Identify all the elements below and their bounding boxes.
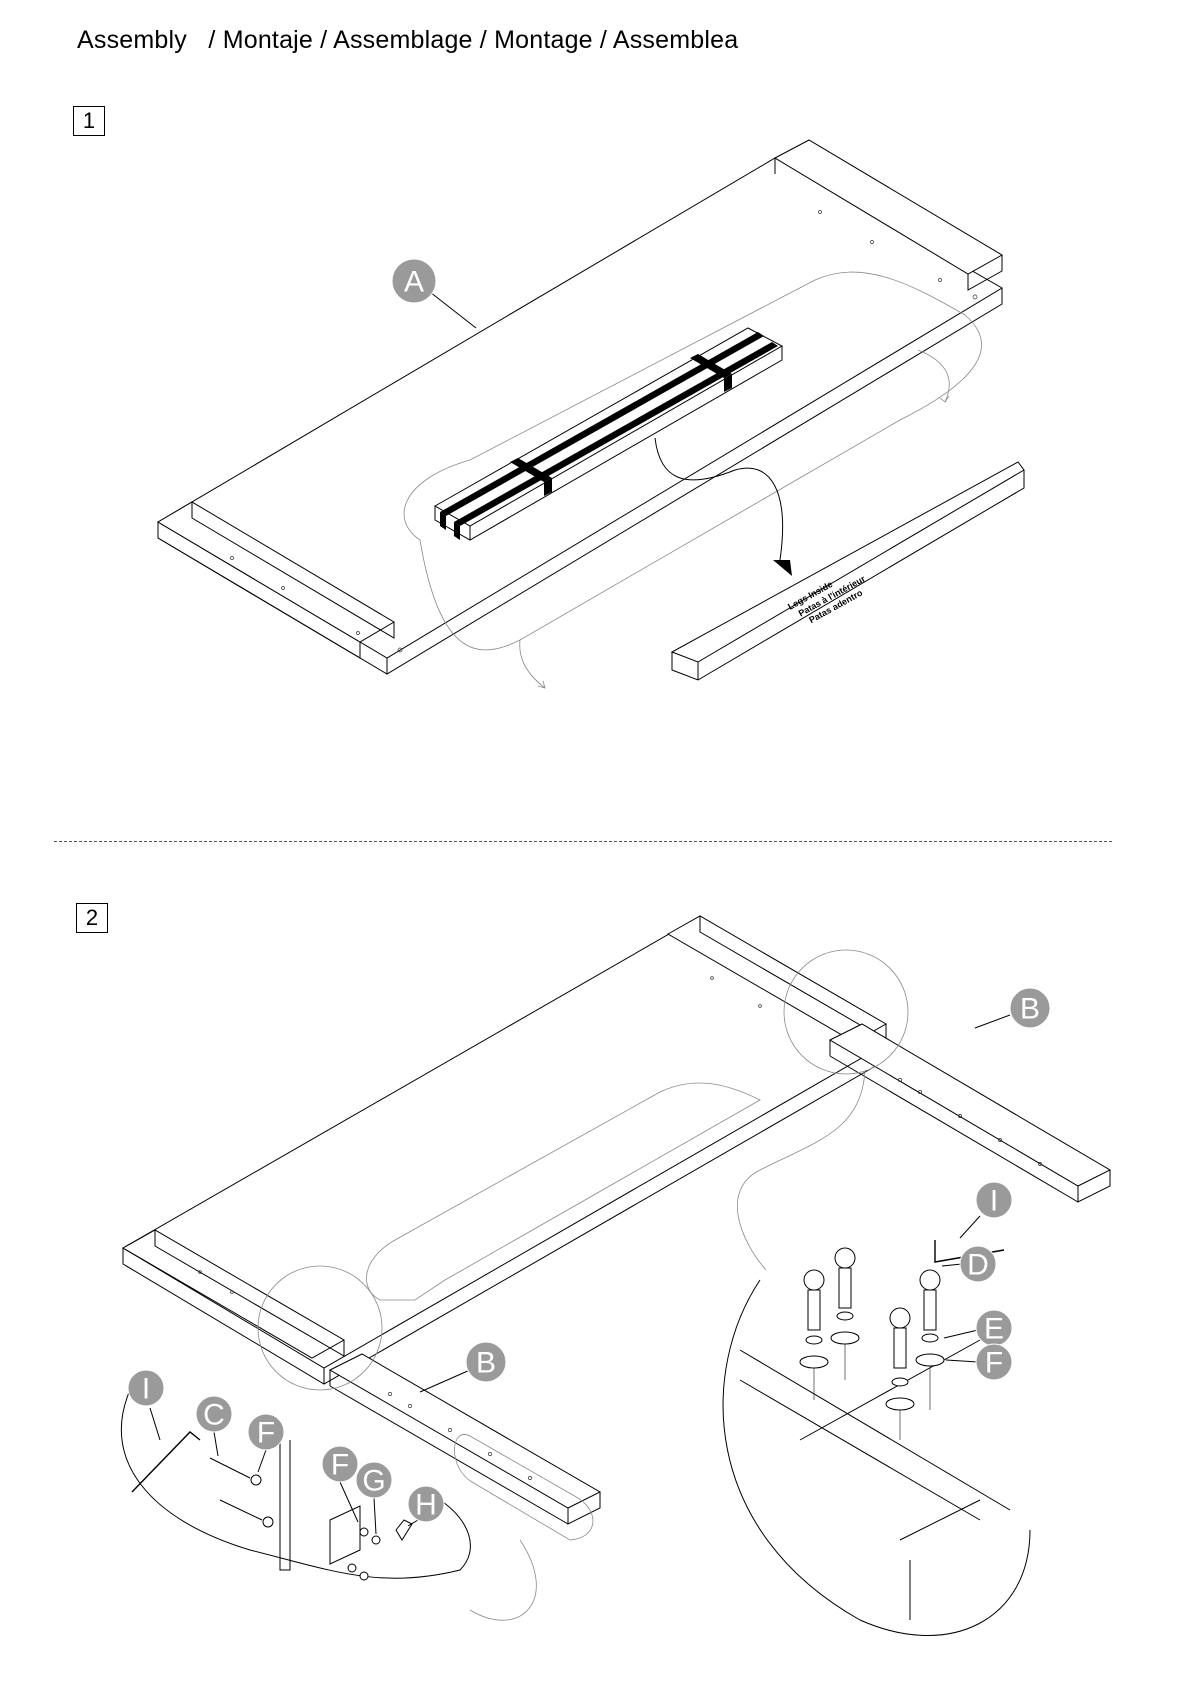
part-label-h-text: H bbox=[415, 1489, 437, 1522]
part-label-a-text: A bbox=[404, 266, 424, 299]
leg-b-left bbox=[330, 1354, 600, 1524]
step-number-1: 1 bbox=[73, 106, 105, 136]
part-label-d-text: D bbox=[967, 1249, 989, 1282]
leg-b-right bbox=[830, 1024, 1110, 1202]
desktop-panel-a bbox=[158, 140, 1002, 674]
part-label-b-left-text: B bbox=[476, 1347, 496, 1380]
part-label-i-right-text: I bbox=[990, 1185, 998, 1218]
part-label-b-right-text: B bbox=[1020, 993, 1040, 1026]
part-label-i-left-text: I bbox=[142, 1373, 150, 1406]
step1-illustration: Legs Inside Patas à l'intérieur Patas ad… bbox=[0, 140, 1191, 860]
rotate-arrow-left bbox=[520, 640, 545, 688]
loose-board bbox=[672, 462, 1024, 680]
part-label-e-text: E bbox=[984, 1313, 1004, 1346]
page-title: Assembly / Montaje / Assemblage / Montag… bbox=[77, 26, 738, 55]
part-label-f-right-text: F bbox=[985, 1347, 1003, 1380]
part-label-f-mid-text: F bbox=[331, 1449, 349, 1482]
desktop-panel bbox=[123, 916, 886, 1384]
detail-view-right bbox=[723, 1240, 1030, 1636]
part-label-f-left-text: F bbox=[257, 1417, 275, 1450]
part-label-g-text: G bbox=[362, 1465, 385, 1498]
step2-illustration: B B I C F F G H I D E F bbox=[0, 920, 1191, 1680]
part-label-c-text: C bbox=[203, 1399, 225, 1432]
